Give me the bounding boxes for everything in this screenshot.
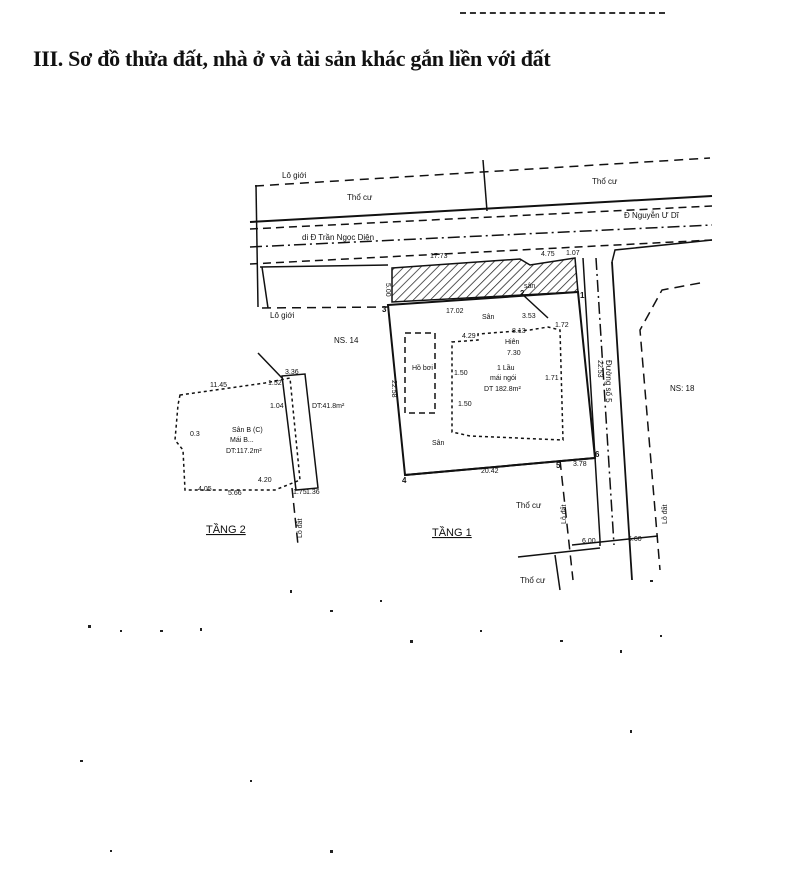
- house-label: 1 Lầu: [497, 363, 515, 372]
- floor2-axis: [257, 352, 283, 379]
- road-edge-right: [611, 239, 713, 263]
- dim-label: 4.29: [462, 333, 476, 340]
- dim-label: 0.3: [190, 431, 200, 438]
- house-label: mái ngói: [490, 375, 517, 382]
- dim-label: 1.72: [555, 322, 569, 329]
- street-centerline: [249, 224, 713, 248]
- street-edge-top: [249, 195, 713, 223]
- scan-noise: [80, 580, 662, 853]
- dim-label: 1.75: [293, 489, 307, 496]
- dim-label: 3.78: [573, 461, 587, 468]
- lot-boundary-left: [259, 264, 389, 268]
- point-6: 6: [595, 450, 600, 459]
- road-bottom: [517, 547, 601, 558]
- dim-label: 22.58: [390, 380, 397, 398]
- dim-label: 5.00: [384, 283, 391, 297]
- dim-label: 22.53: [596, 360, 603, 378]
- floor2-outline: [174, 377, 301, 491]
- hall-label: Hiên: [505, 339, 520, 346]
- point-5: 5: [556, 461, 561, 470]
- diag-line: [521, 293, 549, 319]
- residential-label: Thổ cư: [520, 576, 546, 585]
- dim-label: 4.75: [541, 251, 555, 258]
- dim-label: 5.66: [228, 490, 242, 497]
- road-dim-tick: [554, 554, 561, 591]
- floor2-side-area: DT:41.8m²: [312, 403, 345, 410]
- dim-label: 4.20: [258, 477, 272, 484]
- street-name-side: Đường số 5: [604, 360, 613, 403]
- floor2-area-label: Mái B...: [230, 437, 254, 444]
- street-name-alley: di Đ Trần Ngọc Diện: [302, 233, 374, 242]
- neighbor-dashed: [639, 282, 701, 571]
- dim-label: 7.30: [507, 350, 521, 357]
- section-title: III. Sơ đồ thửa đất, nhà ở và tài sản kh…: [33, 46, 551, 71]
- house-area: DT 182.8m²: [484, 386, 521, 393]
- residential-label: Thổ cư: [516, 501, 542, 510]
- floor2-area-label: Sân B (C): [232, 427, 263, 434]
- hatched-setback-area: [391, 257, 579, 303]
- point-3: 3: [382, 305, 387, 314]
- setback-label-top: Lô giới: [282, 171, 307, 180]
- corner-line-1: [582, 257, 601, 546]
- dim-label: 17.02: [446, 308, 464, 315]
- house-outline: [451, 326, 564, 441]
- dim-label: 17.73: [430, 253, 448, 260]
- dim-label: 1.71: [545, 375, 559, 382]
- setback-label-vertical: Lô đất: [295, 518, 304, 538]
- dim-label: 11.45: [210, 382, 227, 389]
- point-2: 2: [520, 289, 525, 298]
- setback-dim: [255, 184, 259, 308]
- dim-label: 1.07: [566, 250, 580, 257]
- setback-label-vertical: Lô đất: [660, 504, 669, 524]
- dim-label: 3.36: [285, 369, 299, 376]
- setback-line-top: [254, 157, 711, 187]
- dim-label: 4.05: [198, 486, 212, 493]
- point-1: 1: [580, 291, 585, 300]
- street-name-main: Đ Nguyễn Ư Dĩ: [624, 211, 680, 220]
- residential-label: Thổ cư: [592, 177, 618, 186]
- road-dim: [571, 535, 659, 546]
- dim-label: 6.00: [582, 538, 596, 545]
- yard-label: Sân: [482, 314, 495, 321]
- road-edge-right-v: [611, 261, 633, 581]
- setback-label-left: Lô giới: [270, 311, 295, 320]
- residential-label: Thổ cư: [347, 193, 373, 202]
- yard-label: Sân: [432, 440, 445, 447]
- dim-label: 1.04: [270, 403, 284, 410]
- setback-v-left: [559, 459, 574, 581]
- lot-divider-top: [482, 159, 488, 212]
- dim-label: 8.13: [512, 328, 526, 335]
- dim-label: 1.52: [268, 380, 282, 387]
- point-4: 4: [402, 476, 407, 485]
- floor2-annex: [281, 373, 319, 491]
- dim-label: 6.60: [628, 536, 642, 543]
- setback-label-vertical: Lô đất: [559, 504, 568, 524]
- header-rule: [460, 12, 665, 14]
- neighbor-label-right: NS: 18: [670, 384, 695, 393]
- pool-outline: [404, 332, 436, 414]
- dim-label: 1.50: [454, 370, 468, 377]
- pool-label: Hồ bơi: [412, 363, 433, 372]
- dim-label: 1.50: [458, 401, 472, 408]
- lot-left-neighbor: [261, 266, 269, 309]
- floor2-area: DT:117.2m²: [226, 448, 262, 455]
- lot-bottom-extension: [404, 457, 596, 476]
- dim-label: 3.53: [522, 313, 536, 320]
- floor1-label: TẦNG 1: [432, 526, 472, 539]
- yard-label: sân: [524, 283, 535, 290]
- setback-line-left: [261, 306, 389, 309]
- floor2-axis-down: [291, 487, 299, 546]
- dim-label: 20.42: [481, 468, 499, 475]
- floor2-label: TẦNG 2: [206, 523, 246, 536]
- neighbor-label-left: NS. 14: [334, 336, 359, 345]
- road-dash-1: [595, 257, 615, 546]
- dim-label: 1.36: [306, 489, 320, 496]
